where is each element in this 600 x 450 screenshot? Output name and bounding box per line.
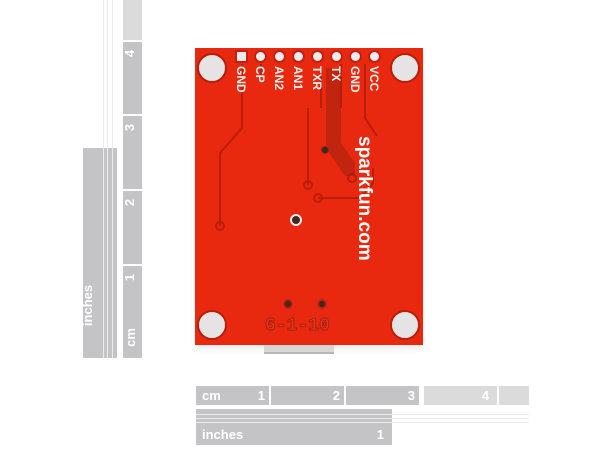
via-hole: [283, 299, 293, 309]
vertical-cm-unit-label: cm: [122, 328, 138, 347]
horizontal-cm-segment-3: 3: [346, 386, 419, 405]
horizontal-cm-segment-2: 2: [271, 386, 344, 405]
vertical-inches-segment: 1 inches: [69, 148, 117, 358]
pin-pad-an1: [292, 50, 305, 63]
vertical-ruler-line: [103, 0, 104, 358]
horizontal-ruler-line: [196, 414, 529, 415]
via-hole: [290, 214, 302, 226]
pin-pad-an2: [273, 50, 286, 63]
horizontal-cm-unit-label: cm: [202, 388, 221, 403]
horizontal-inches-tick-1: 1: [376, 427, 384, 442]
date-code: 6-1-10: [265, 316, 331, 337]
mounting-hole-bottom-left: [197, 310, 227, 340]
vertical-cm-segment-2: 2: [122, 191, 142, 264]
vertical-cm-segment-4: 4: [122, 42, 142, 114]
vertical-inches-tick-1: 1: [69, 163, 85, 172]
pcb-board: GND CP AN2 AN1 TXR TX GND VCC sparkfun.c…: [195, 48, 423, 345]
pcb-traces: [215, 64, 378, 231]
horizontal-ruler-line: [196, 422, 529, 423]
horizontal-cm-segment: [499, 386, 529, 405]
vertical-cm-tick-4: 4: [122, 49, 138, 58]
pin-label-an2: AN2: [272, 66, 286, 91]
horizontal-cm-tick-4: 4: [481, 388, 489, 403]
horizontal-cm-segment-4: 4: [424, 386, 497, 405]
pin-label-cp: CP: [253, 66, 267, 83]
pin-label-gnd-2: GND: [348, 66, 362, 93]
pin-label-an1: AN1: [291, 66, 305, 91]
vertical-cm-segment: [123, 0, 142, 40]
vertical-cm-segment-3: 3: [122, 116, 142, 189]
pin-pad-cp: [254, 50, 267, 63]
horizontal-cm-tick-3: 3: [407, 388, 415, 403]
pin-pad-gnd-2: [349, 50, 362, 63]
vertical-cm-tick-3: 3: [122, 123, 138, 132]
horizontal-inches-segment: inches 1: [196, 409, 392, 445]
horizontal-ruler-line: [196, 418, 529, 419]
pin-label-tx: TX: [329, 66, 343, 82]
horizontal-cm-segment-1: cm 1: [196, 386, 269, 405]
via-hole: [317, 299, 327, 309]
usb-connector: [264, 345, 334, 354]
pin-pad-txr: [311, 50, 324, 63]
vertical-ruler-line: [107, 0, 108, 358]
horizontal-cm-tick-1: 1: [257, 388, 265, 403]
pin-label-vcc: VCC: [367, 66, 381, 92]
vertical-cm-segment-1: 1 cm: [122, 266, 142, 358]
pin-pad-vcc: [368, 50, 381, 63]
vertical-cm-tick-1: 1: [122, 273, 138, 282]
vertical-ruler-line: [112, 0, 113, 358]
sparkfun-brand-logo: sparkfun.com: [354, 136, 375, 261]
horizontal-cm-tick-2: 2: [332, 388, 340, 403]
horizontal-inches-unit-label: inches: [202, 427, 244, 442]
mounting-hole-top-left: [197, 53, 227, 83]
pin-pad-gnd: [235, 50, 248, 63]
pin-pad-tx: [330, 50, 343, 63]
pin-label-gnd: GND: [234, 66, 248, 93]
vertical-inches-unit-label: inches: [80, 284, 96, 327]
mounting-hole-top-right: [390, 53, 420, 83]
mounting-hole-bottom-right: [390, 310, 420, 340]
via-hole: [321, 146, 329, 154]
vertical-cm-tick-2: 2: [122, 198, 138, 207]
pin-label-txr: TXR: [310, 66, 324, 90]
